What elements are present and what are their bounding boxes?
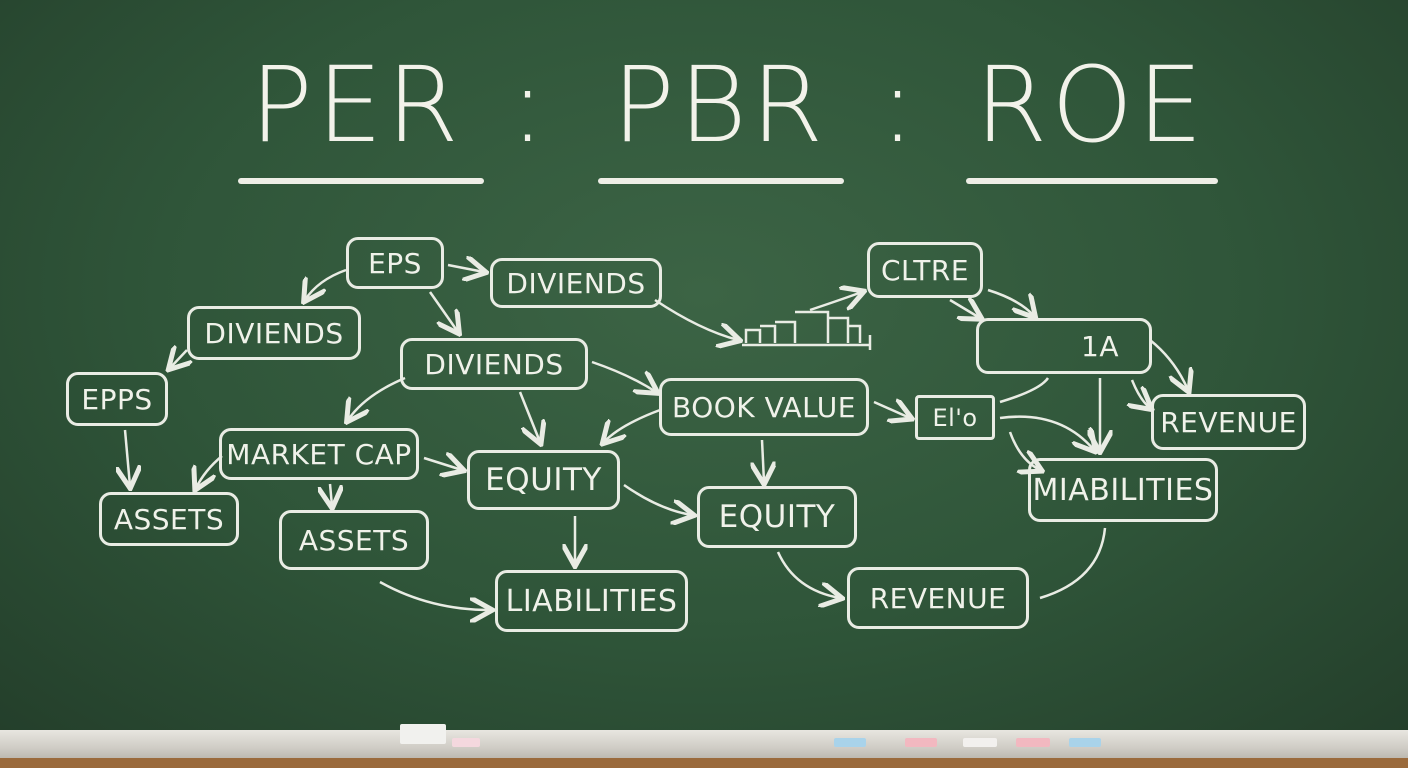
title-roe: ROE — [975, 44, 1207, 166]
node-epps: EPPS — [66, 372, 168, 426]
node-market-cap: MARKET CAP — [219, 428, 419, 480]
chalk-white[interactable] — [962, 738, 997, 747]
chalk-pink[interactable] — [452, 738, 480, 747]
chalk-ledge — [0, 730, 1408, 760]
node-assets: ASSETS — [99, 492, 239, 546]
node-miabilities: MIABILITIES — [1028, 458, 1218, 522]
node-eps: EPS — [346, 237, 444, 289]
underline — [966, 178, 1218, 184]
board-frame — [0, 758, 1408, 768]
chalk-blue[interactable] — [834, 738, 867, 747]
chalk-pink[interactable] — [904, 738, 937, 747]
node-dividends: DIVIENDS — [400, 338, 588, 390]
node-assets: ASSETS — [279, 510, 429, 570]
title-per: PER — [250, 44, 463, 166]
node-elo: El'o — [915, 395, 995, 440]
chalk-blue[interactable] — [1068, 738, 1101, 747]
node-liabilities: LIABILITIES — [495, 570, 688, 632]
node-revenue: REVENUE — [847, 567, 1029, 629]
eraser[interactable] — [400, 724, 446, 744]
underline — [238, 178, 484, 184]
node-equity: EQUITY — [467, 450, 620, 510]
title-separator: : — [880, 44, 920, 166]
chalk-pink[interactable] — [1016, 738, 1051, 747]
node-revenue: REVENUE — [1151, 394, 1306, 450]
title-separator: : — [510, 44, 550, 166]
node-dividends: DIVIENDS — [187, 306, 361, 360]
node-dividends: DIVIENDS — [490, 258, 662, 308]
node-cltre: CLTRE — [867, 242, 983, 298]
connector-arrows — [0, 0, 1408, 730]
underline — [598, 178, 844, 184]
node-equity: EQUITY — [697, 486, 857, 548]
title-pbr: PBR — [612, 44, 828, 166]
node-1a: 1A — [976, 318, 1152, 374]
node-book-value: BOOK VALUE — [659, 378, 869, 436]
